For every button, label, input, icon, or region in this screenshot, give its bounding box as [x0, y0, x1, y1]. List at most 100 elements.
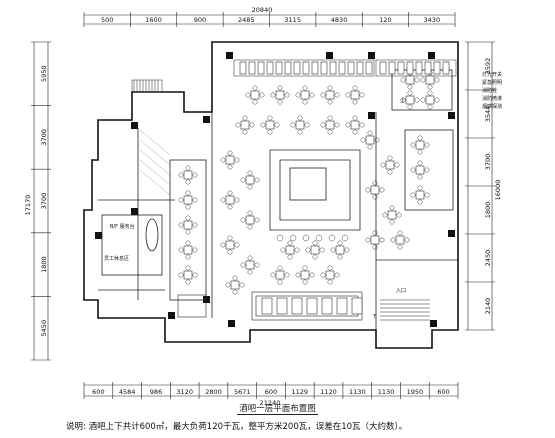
chair-mark — [227, 204, 233, 210]
booth-seat — [347, 61, 355, 75]
bottom-dimension-label: 1130 — [378, 388, 395, 396]
bottom-dimension-label: 1950 — [407, 388, 424, 396]
chair-mark — [192, 222, 198, 228]
bar-stool — [289, 234, 297, 242]
chair-mark — [417, 185, 423, 191]
chair-mark — [312, 240, 318, 246]
chair-mark — [372, 180, 378, 186]
chair-mark — [327, 279, 333, 285]
chair-mark — [327, 129, 333, 135]
chair-mark — [334, 92, 340, 98]
chair-mark — [245, 92, 251, 98]
chair-mark — [220, 157, 226, 163]
booth-seat — [379, 61, 387, 75]
table-mark — [240, 120, 250, 130]
chair-mark — [260, 122, 266, 128]
booth-seat — [239, 61, 247, 75]
chair-mark — [234, 157, 240, 163]
chair-mark — [352, 99, 358, 105]
table-mark — [415, 165, 425, 175]
chair-mark — [359, 122, 365, 128]
bottom-dimension-label: 600 — [437, 388, 449, 396]
chair-mark — [389, 205, 395, 211]
chair-mark — [240, 177, 246, 183]
table-mark — [183, 270, 193, 280]
left-dimension-label: 3700 — [40, 193, 48, 210]
chair-mark — [374, 137, 380, 143]
chair-mark — [242, 129, 248, 135]
chair-mark — [178, 222, 184, 228]
chair-mark — [240, 262, 246, 268]
plan-title: 酒吧一层平面布置图 — [0, 402, 555, 415]
booth-seat — [415, 61, 423, 75]
table-mark — [295, 120, 305, 130]
chair-mark — [312, 254, 318, 260]
booth-seat — [356, 61, 364, 75]
chair-mark — [309, 92, 315, 98]
booth-seat — [433, 61, 441, 75]
chair-mark — [277, 85, 283, 91]
chair-mark — [247, 224, 253, 230]
bottom-dimension-label: 3120 — [176, 388, 193, 396]
chair-mark — [424, 142, 430, 148]
right-dimension-label: 2140 — [484, 298, 492, 315]
plan-title-text: 酒吧一层平面布置图 — [237, 404, 318, 415]
table-mark — [230, 280, 240, 290]
chair-mark — [420, 77, 426, 83]
chair-mark — [372, 230, 378, 236]
top-total-dimension: 20840 — [252, 6, 273, 14]
chair-mark — [227, 249, 233, 255]
chair-mark — [227, 190, 233, 196]
chair-mark — [387, 169, 393, 175]
chair-mark — [178, 272, 184, 278]
table-mark — [425, 75, 435, 85]
top-dimension-label: 2485 — [238, 16, 255, 24]
chair-mark — [232, 289, 238, 295]
chair-mark — [305, 247, 311, 253]
booth-seat — [365, 61, 373, 75]
chair-mark — [235, 122, 241, 128]
chair-mark — [277, 265, 283, 271]
chair-mark — [227, 164, 233, 170]
sofa-seat — [336, 297, 348, 315]
table-mark — [275, 90, 285, 100]
chair-mark — [254, 217, 260, 223]
sofa-seat — [306, 297, 318, 315]
chair-mark — [319, 247, 325, 253]
table-mark — [225, 195, 235, 205]
chair-mark — [359, 92, 365, 98]
chair-mark — [304, 122, 310, 128]
table-mark — [325, 270, 335, 280]
chair-mark — [185, 190, 191, 196]
chair-mark — [424, 167, 430, 173]
chair-mark — [242, 115, 248, 121]
chair-mark — [234, 242, 240, 248]
chair-mark — [334, 272, 340, 278]
chair-mark — [352, 115, 358, 121]
chair-mark — [185, 229, 191, 235]
table-mark — [415, 190, 425, 200]
chair-mark — [389, 219, 395, 225]
chair-mark — [407, 104, 413, 110]
chair-mark — [337, 240, 343, 246]
bottom-dimension-label: 600 — [92, 388, 104, 396]
table-mark — [350, 90, 360, 100]
chair-mark — [284, 92, 290, 98]
sofa-seat — [276, 297, 288, 315]
chair-mark — [280, 247, 286, 253]
table-mark — [183, 170, 193, 180]
top-dimension-label: 3430 — [424, 16, 441, 24]
chair-mark — [397, 230, 403, 236]
chair-mark — [274, 122, 280, 128]
chair-mark — [192, 272, 198, 278]
room-label-down: 下 — [372, 314, 377, 320]
chair-mark — [178, 247, 184, 253]
table-mark — [183, 195, 193, 205]
booth-seat — [320, 61, 328, 75]
chair-mark — [410, 192, 416, 198]
chair-mark — [327, 99, 333, 105]
bottom-dimension-label: 1129 — [291, 388, 308, 396]
chair-mark — [327, 115, 333, 121]
bottom-total-dimension: 21240 — [260, 399, 281, 407]
bottom-dimension-label: 1130 — [349, 388, 366, 396]
